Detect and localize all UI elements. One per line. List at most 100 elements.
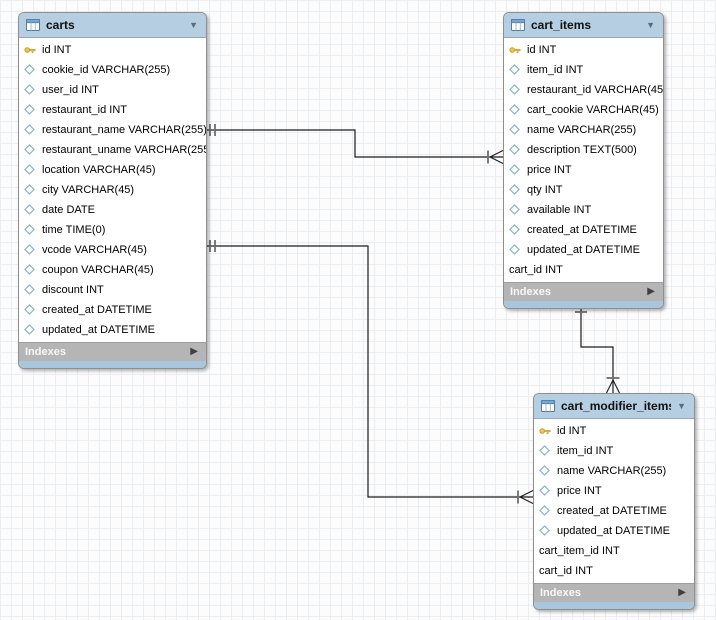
- table-icon: [541, 400, 555, 412]
- column-row[interactable]: restaurant_uname VARCHAR(255): [19, 140, 206, 160]
- table-header[interactable]: carts ▼: [19, 13, 206, 38]
- column-label: cart_id INT: [539, 565, 593, 577]
- column-row[interactable]: restaurant_id VARCHAR(45): [504, 80, 663, 100]
- expand-arrow-icon: ▶: [647, 286, 655, 297]
- table-header[interactable]: cart_modifier_items ▼: [534, 394, 694, 419]
- indexes-bar[interactable]: Indexes ▶: [504, 282, 663, 301]
- column-row[interactable]: price INT: [504, 160, 663, 180]
- column-row[interactable]: updated_at DATETIME: [19, 320, 206, 340]
- column-row[interactable]: id INT: [534, 421, 694, 441]
- relationship-cart-items-cart-modifier-items[interactable]: [575, 301, 620, 394]
- column-label: qty INT: [527, 184, 563, 196]
- column-row[interactable]: cart_cookie VARCHAR(45): [504, 100, 663, 120]
- table-title: cart_modifier_items: [561, 399, 672, 413]
- column-label: cookie_id VARCHAR(255): [42, 64, 171, 76]
- table-header[interactable]: cart_items ▼: [504, 13, 663, 38]
- column-row[interactable]: coupon VARCHAR(45): [19, 260, 206, 280]
- indexes-bar[interactable]: Indexes ▶: [19, 342, 206, 361]
- column-diamond-icon: [509, 84, 521, 96]
- column-label: updated_at DATETIME: [42, 324, 155, 336]
- column-diamond-icon: [24, 64, 36, 76]
- column-row[interactable]: id INT: [19, 40, 206, 60]
- column-label: created_at DATETIME: [557, 505, 667, 517]
- indexes-bar[interactable]: Indexes ▶: [534, 583, 694, 602]
- column-label: cart_item_id INT: [539, 545, 620, 557]
- column-label: item_id INT: [527, 64, 584, 76]
- column-row[interactable]: id INT: [504, 40, 663, 60]
- column-row[interactable]: qty INT: [504, 180, 663, 200]
- column-row[interactable]: price INT: [534, 481, 694, 501]
- column-row[interactable]: created_at DATETIME: [534, 501, 694, 521]
- column-diamond-icon: [24, 204, 36, 216]
- column-row[interactable]: cookie_id VARCHAR(255): [19, 60, 206, 80]
- relationship-carts-cart-modifier-items[interactable]: [205, 240, 534, 504]
- collapse-arrow-icon[interactable]: ▼: [189, 19, 198, 30]
- column-row[interactable]: item_id INT: [534, 441, 694, 461]
- column-label: item_id INT: [557, 445, 614, 457]
- column-label: price INT: [557, 485, 602, 497]
- relationship-carts-cart-items[interactable]: [205, 124, 504, 164]
- indexes-label: Indexes: [25, 346, 66, 358]
- table-title: cart_items: [531, 18, 592, 32]
- column-row[interactable]: date DATE: [19, 200, 206, 220]
- column-label: price INT: [527, 164, 572, 176]
- column-diamond-icon: [509, 124, 521, 136]
- column-label: cart_id INT: [509, 264, 563, 276]
- column-diamond-icon: [24, 224, 36, 236]
- collapse-arrow-icon[interactable]: ▼: [646, 19, 655, 30]
- column-row[interactable]: cart_id INT: [534, 561, 694, 581]
- column-row[interactable]: restaurant_name VARCHAR(255): [19, 120, 206, 140]
- column-row[interactable]: user_id INT: [19, 80, 206, 100]
- column-label: name VARCHAR(255): [527, 124, 637, 136]
- column-row[interactable]: updated_at DATETIME: [534, 521, 694, 541]
- column-row[interactable]: available INT: [504, 200, 663, 220]
- column-label: description TEXT(500): [527, 144, 637, 156]
- column-diamond-icon: [539, 445, 551, 457]
- column-diamond-icon: [24, 324, 36, 336]
- column-diamond-icon: [24, 164, 36, 176]
- collapse-arrow-icon[interactable]: ▼: [677, 400, 686, 411]
- column-row[interactable]: item_id INT: [504, 60, 663, 80]
- expand-arrow-icon: ▶: [678, 587, 686, 598]
- expand-arrow-icon: ▶: [190, 346, 198, 357]
- column-label: coupon VARCHAR(45): [42, 264, 154, 276]
- column-diamond-icon: [509, 144, 521, 156]
- column-row[interactable]: time TIME(0): [19, 220, 206, 240]
- column-row[interactable]: created_at DATETIME: [504, 220, 663, 240]
- column-diamond-icon: [539, 485, 551, 497]
- column-row[interactable]: vcode VARCHAR(45): [19, 240, 206, 260]
- column-diamond-icon: [24, 124, 36, 136]
- column-label: restaurant_id VARCHAR(45): [527, 84, 663, 96]
- column-row[interactable]: location VARCHAR(45): [19, 160, 206, 180]
- indexes-label: Indexes: [510, 286, 551, 298]
- column-label: restaurant_id INT: [42, 104, 127, 116]
- column-row[interactable]: cart_id INT: [504, 260, 663, 280]
- column-label: id INT: [557, 425, 587, 437]
- column-diamond-icon: [539, 525, 551, 537]
- column-row[interactable]: name VARCHAR(255): [504, 120, 663, 140]
- column-diamond-icon: [509, 104, 521, 116]
- column-row[interactable]: cart_item_id INT: [534, 541, 694, 561]
- column-label: created_at DATETIME: [527, 224, 637, 236]
- column-row[interactable]: updated_at DATETIME: [504, 240, 663, 260]
- column-row[interactable]: name VARCHAR(255): [534, 461, 694, 481]
- primary-key-icon: [539, 425, 551, 437]
- table-title: carts: [46, 18, 75, 32]
- column-row[interactable]: city VARCHAR(45): [19, 180, 206, 200]
- column-diamond-icon: [509, 204, 521, 216]
- column-row[interactable]: created_at DATETIME: [19, 300, 206, 320]
- column-diamond-icon: [509, 64, 521, 76]
- column-diamond-icon: [24, 84, 36, 96]
- column-row[interactable]: description TEXT(500): [504, 140, 663, 160]
- column-label: updated_at DATETIME: [527, 244, 640, 256]
- column-diamond-icon: [24, 304, 36, 316]
- column-diamond-icon: [24, 104, 36, 116]
- column-label: available INT: [527, 204, 592, 216]
- column-row[interactable]: restaurant_id INT: [19, 100, 206, 120]
- column-diamond-icon: [24, 144, 36, 156]
- column-diamond-icon: [24, 264, 36, 276]
- column-label: created_at DATETIME: [42, 304, 152, 316]
- column-label: user_id INT: [42, 84, 99, 96]
- column-label: time TIME(0): [42, 224, 106, 236]
- column-row[interactable]: discount INT: [19, 280, 206, 300]
